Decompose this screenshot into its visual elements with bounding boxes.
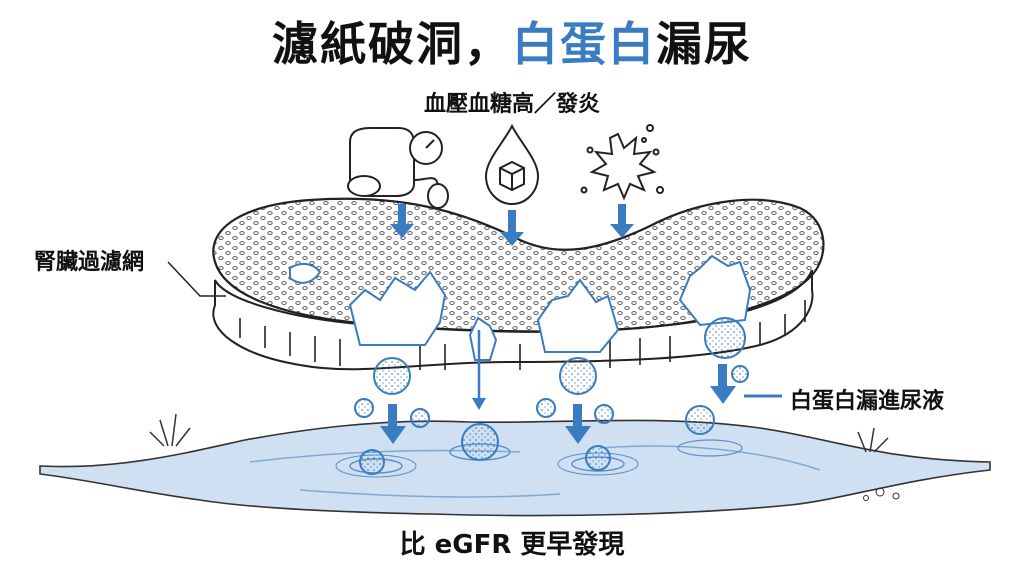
blood-pressure-cuff-icon — [347, 127, 449, 209]
cause-arrows — [390, 204, 634, 246]
title-part1: 濾紙破洞， — [272, 17, 512, 71]
grass-right-icon — [857, 427, 889, 453]
grass-left-icon — [149, 413, 191, 447]
filter-label: 腎臟過濾網 — [34, 250, 145, 275]
urine-puddle — [39, 419, 991, 517]
albumin-particles — [354, 317, 749, 475]
sugar-drop-icon — [484, 123, 540, 206]
inflammation-burst-icon — [580, 124, 664, 201]
kidney-filter-mesh — [212, 197, 825, 371]
title-part2: 漏尿 — [656, 17, 752, 71]
causes-label: 血壓血糖高／發炎 — [423, 92, 600, 117]
bottom-caption: 比 eGFR 更早發現 — [399, 530, 625, 560]
page-title: 濾紙破洞，白蛋白漏尿 — [0, 8, 1024, 74]
leak-arrows — [380, 330, 736, 444]
filter-label-pointer — [167, 261, 226, 297]
title-accent: 白蛋白 — [512, 17, 656, 71]
leak-label: 白蛋白漏進尿液 — [790, 389, 945, 414]
